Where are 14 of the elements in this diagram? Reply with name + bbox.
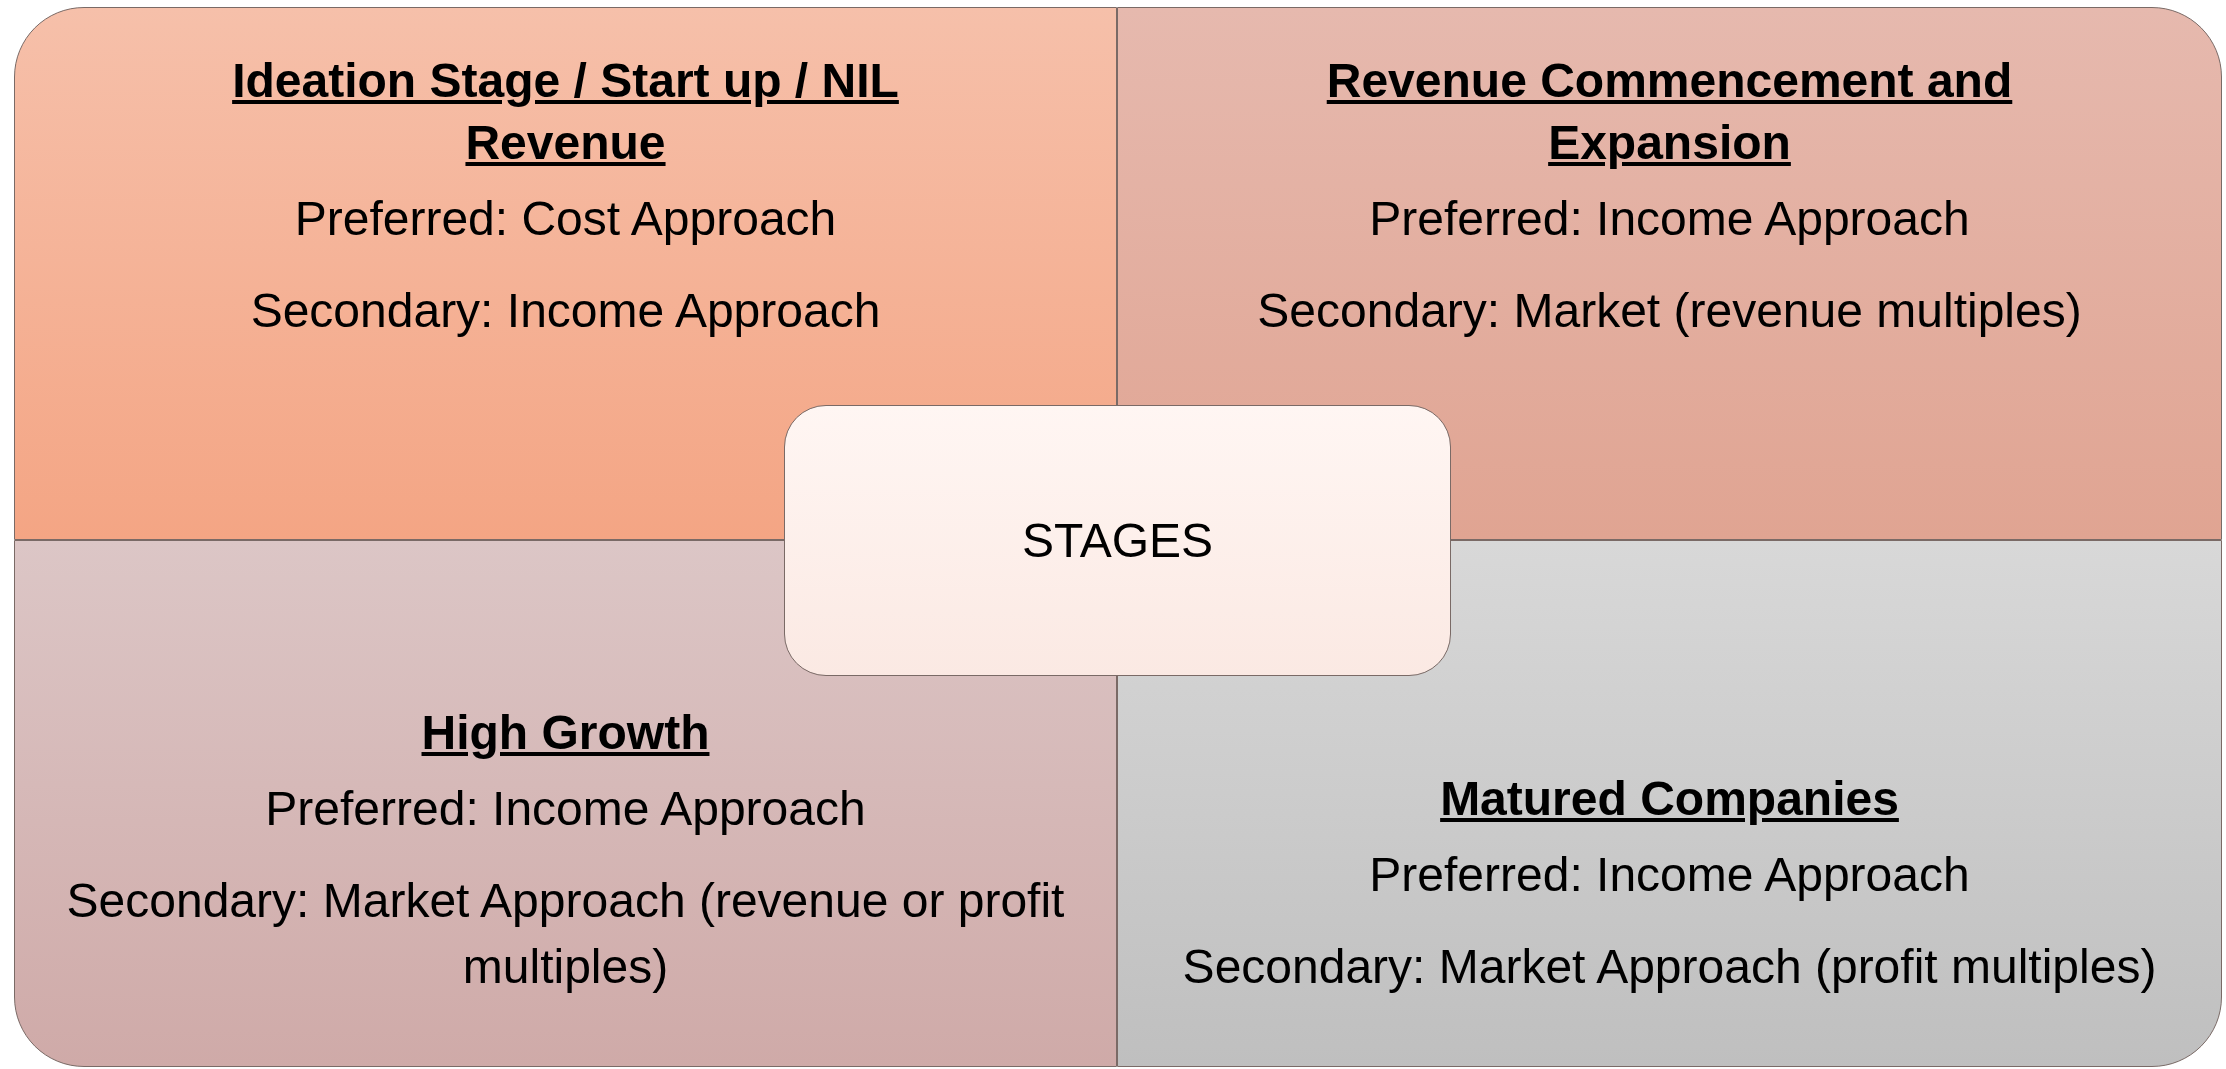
stage-heading: Matured Companies [1440, 771, 1899, 827]
approach-text: Secondary: Income Approach [250, 283, 881, 339]
approach-text: Preferred: Income Approach [1369, 191, 1970, 247]
center-label: STAGES [1021, 512, 1214, 569]
approach-text: Secondary: Market Approach (profit multiples) [1182, 939, 2157, 995]
approach-text: Secondary: Market Approach (revenue or profit multiples) [65, 873, 1066, 995]
stage-heading: Ideation Stage / Start up / NIL Revenue [231, 53, 900, 171]
stage-heading: High Growth [421, 705, 710, 761]
stage-heading: Revenue Commencement and Expansion [1325, 53, 2014, 171]
approach-text: Preferred: Income Approach [1369, 847, 1970, 903]
approach-text: Secondary: Market (revenue multiples) [1257, 283, 2082, 339]
approach-text: Preferred: Cost Approach [294, 191, 837, 247]
center-box [784, 405, 1451, 676]
approach-text: Preferred: Income Approach [265, 781, 866, 837]
